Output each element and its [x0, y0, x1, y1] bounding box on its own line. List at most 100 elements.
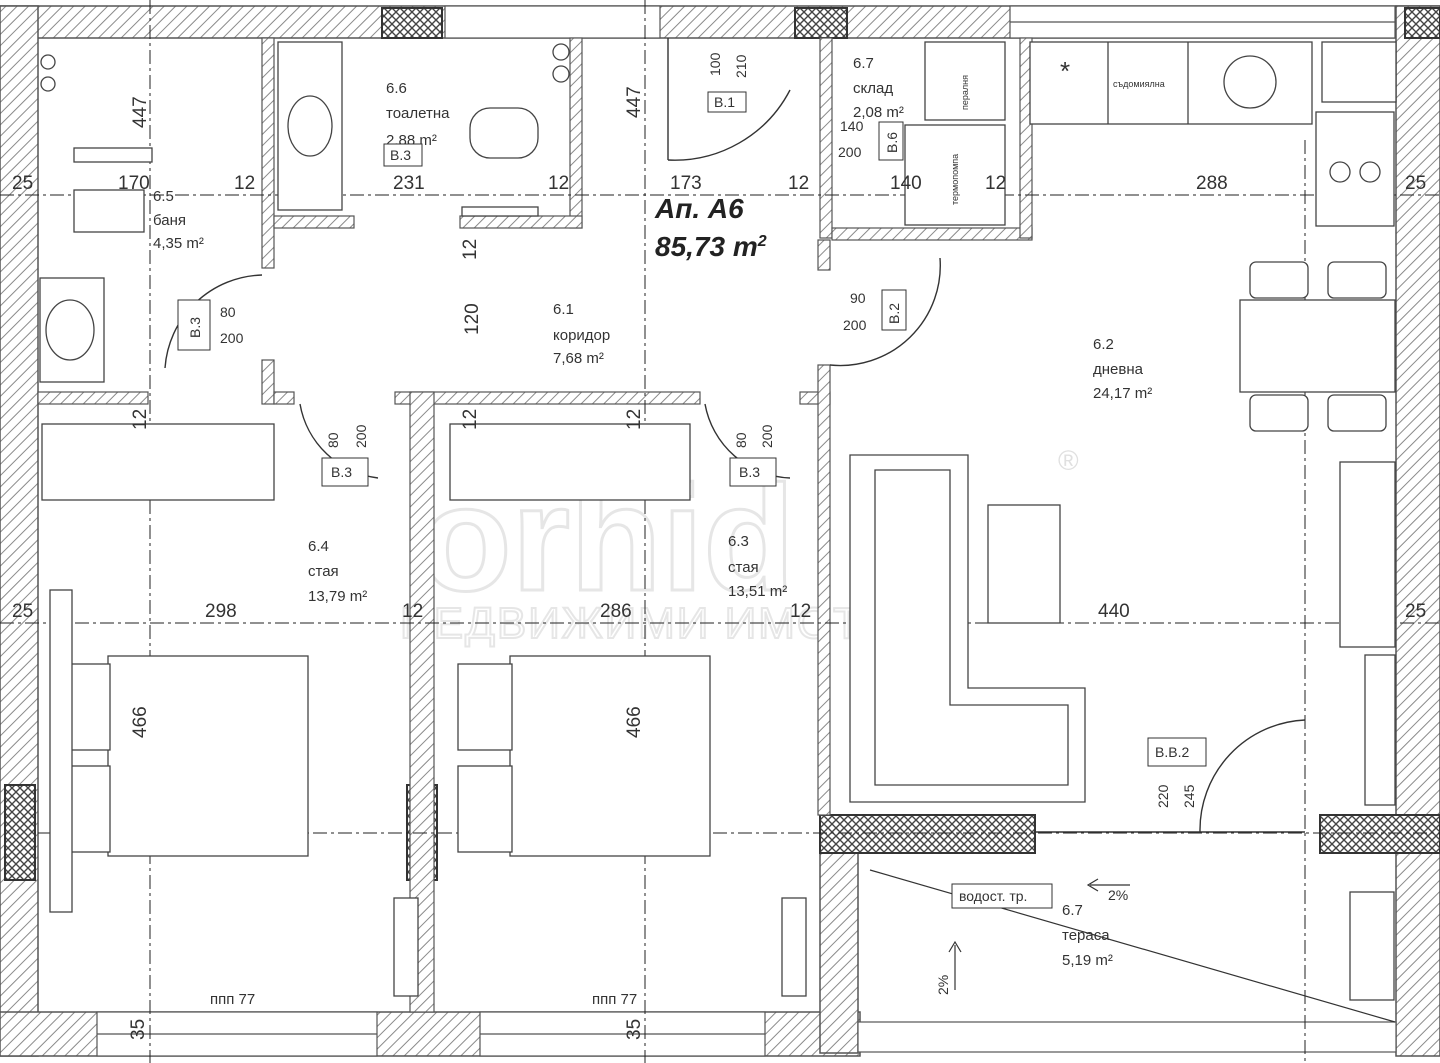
dimensions-middle-row: 25 298 12 286 12 440 25: [12, 601, 1426, 622]
svg-text:стая: стая: [308, 563, 339, 580]
svg-text:25: 25: [1405, 173, 1426, 194]
svg-text:140: 140: [890, 173, 922, 194]
svg-text:170: 170: [118, 173, 150, 194]
svg-text:25: 25: [12, 601, 33, 622]
svg-text:6.4: 6.4: [308, 538, 329, 555]
svg-text:В.1: В.1: [714, 94, 735, 110]
svg-text:В.3: В.3: [331, 464, 352, 480]
svg-text:6.7: 6.7: [853, 55, 874, 72]
svg-text:12: 12: [985, 173, 1006, 194]
svg-text:12: 12: [130, 409, 151, 430]
door-tag-b1: В.1 100 210: [707, 52, 749, 113]
svg-text:90: 90: [850, 290, 866, 306]
svg-text:дневна: дневна: [1093, 361, 1144, 378]
svg-text:447: 447: [130, 96, 151, 128]
svg-text:12: 12: [402, 601, 423, 622]
svg-text:447: 447: [624, 86, 645, 118]
svg-text:25: 25: [1405, 601, 1426, 622]
svg-text:6.1: 6.1: [553, 301, 574, 318]
svg-text:80: 80: [733, 432, 749, 448]
door-tag-bb2: В.В.2 220 245: [1147, 737, 1207, 808]
svg-text:35: 35: [128, 1019, 149, 1040]
dimensions-top-row: 25 170 12 231 12 173 12 140 12 288 25: [12, 173, 1426, 194]
furniture: [39, 41, 1397, 1001]
door-tag-b3-bath: В.3 80 200: [177, 299, 244, 351]
door-tag-b2: В.2 90 200: [843, 289, 907, 333]
room-6-1: 6.1 коридор 7,68 m²: [553, 301, 610, 367]
room-6-4: 6.4 стая 13,79 m²: [308, 538, 367, 605]
svg-text:12: 12: [624, 409, 645, 430]
top-openings: [96, 5, 1397, 1057]
door-tag-b3-room3: В.3 80 200: [729, 424, 777, 487]
door-tag-b6: В.6 140 200: [838, 118, 904, 161]
svg-text:12: 12: [790, 601, 811, 622]
svg-text:13,51 m²: 13,51 m²: [728, 583, 787, 600]
svg-text:6.3: 6.3: [728, 533, 749, 550]
watermark-mark: ®: [1058, 445, 1079, 476]
svg-text:6.6: 6.6: [386, 80, 407, 97]
svg-text:склад: склад: [853, 80, 893, 97]
apartment-name: Ап. А6: [654, 193, 744, 224]
svg-text:12: 12: [234, 173, 255, 194]
svg-text:200: 200: [353, 424, 369, 448]
room-6-3: 6.3 стая 13,51 m²: [728, 533, 787, 600]
svg-text:2%: 2%: [1108, 887, 1128, 903]
svg-text:термопомпа: термопомпа: [950, 154, 960, 205]
dimensions-vertical: 447 447 466 466 120 12 12 12 12 35 35: [128, 86, 645, 1040]
door-tag-b3-room4: В.3 80 200: [321, 424, 369, 487]
room-6-2: 6.2 дневна 24,17 m²: [1093, 336, 1152, 402]
door-swings: [164, 38, 1306, 833]
svg-text:100: 100: [707, 52, 723, 76]
svg-text:ппп 77: ппп 77: [592, 991, 637, 1008]
svg-text:173: 173: [670, 173, 702, 194]
svg-text:220: 220: [1155, 784, 1171, 808]
svg-text:120: 120: [462, 303, 483, 335]
svg-text:12: 12: [460, 409, 481, 430]
svg-text:В.2: В.2: [886, 303, 902, 324]
svg-text:водост. тр.: водост. тр.: [959, 888, 1027, 904]
svg-text:тоалетна: тоалетна: [386, 105, 450, 122]
svg-text:6.2: 6.2: [1093, 336, 1114, 353]
svg-text:В.6: В.6: [884, 132, 900, 153]
svg-text:6.5: 6.5: [153, 188, 174, 205]
svg-text:35: 35: [624, 1019, 645, 1040]
svg-text:200: 200: [843, 317, 867, 333]
svg-text:В.3: В.3: [739, 464, 760, 480]
svg-text:4,35 m²: 4,35 m²: [153, 235, 204, 252]
svg-text:2%: 2%: [935, 975, 951, 995]
svg-text:210: 210: [733, 54, 749, 78]
svg-text:13,79 m²: 13,79 m²: [308, 588, 367, 605]
svg-text:25: 25: [12, 173, 33, 194]
svg-text:231: 231: [393, 173, 425, 194]
door-tag-b3-toilet: В.3: [383, 143, 423, 167]
svg-text:5,19 m²: 5,19 m²: [1062, 952, 1113, 969]
room-6-7-terrace: 6.7 тераса 5,19 m²: [1062, 902, 1113, 969]
svg-text:245: 245: [1181, 784, 1197, 808]
svg-text:288: 288: [1196, 173, 1228, 194]
svg-text:стая: стая: [728, 559, 759, 576]
svg-text:съдомиялна: съдомиялна: [1113, 79, 1165, 89]
svg-text:200: 200: [759, 424, 775, 448]
svg-text:298: 298: [205, 601, 237, 622]
room-6-5: 6.5 баня 4,35 m²: [153, 188, 204, 252]
svg-text:В.В.2: В.В.2: [1155, 744, 1189, 760]
svg-text:12: 12: [548, 173, 569, 194]
svg-text:24,17 m²: 24,17 m²: [1093, 385, 1152, 402]
svg-text:466: 466: [624, 706, 645, 738]
svg-text:пералня: пералня: [960, 75, 970, 110]
svg-text:80: 80: [325, 432, 341, 448]
svg-text:баня: баня: [153, 212, 186, 229]
svg-text:ппп 77: ппп 77: [210, 991, 255, 1008]
svg-text:2,08 m²: 2,08 m²: [853, 104, 904, 121]
terrace-labels: водост. тр. 2% 2%: [935, 883, 1128, 995]
svg-text:140: 140: [840, 118, 864, 134]
svg-text:В.3: В.3: [390, 147, 411, 163]
svg-text:7,68 m²: 7,68 m²: [553, 350, 604, 367]
columns: [4, 7, 1440, 881]
appliance-labels: съдомиялна пералня термопомпа *: [950, 56, 1165, 205]
svg-text:тераса: тераса: [1062, 927, 1110, 944]
svg-text:200: 200: [220, 330, 244, 346]
svg-text:200: 200: [838, 144, 862, 160]
svg-text:В.3: В.3: [187, 317, 203, 338]
